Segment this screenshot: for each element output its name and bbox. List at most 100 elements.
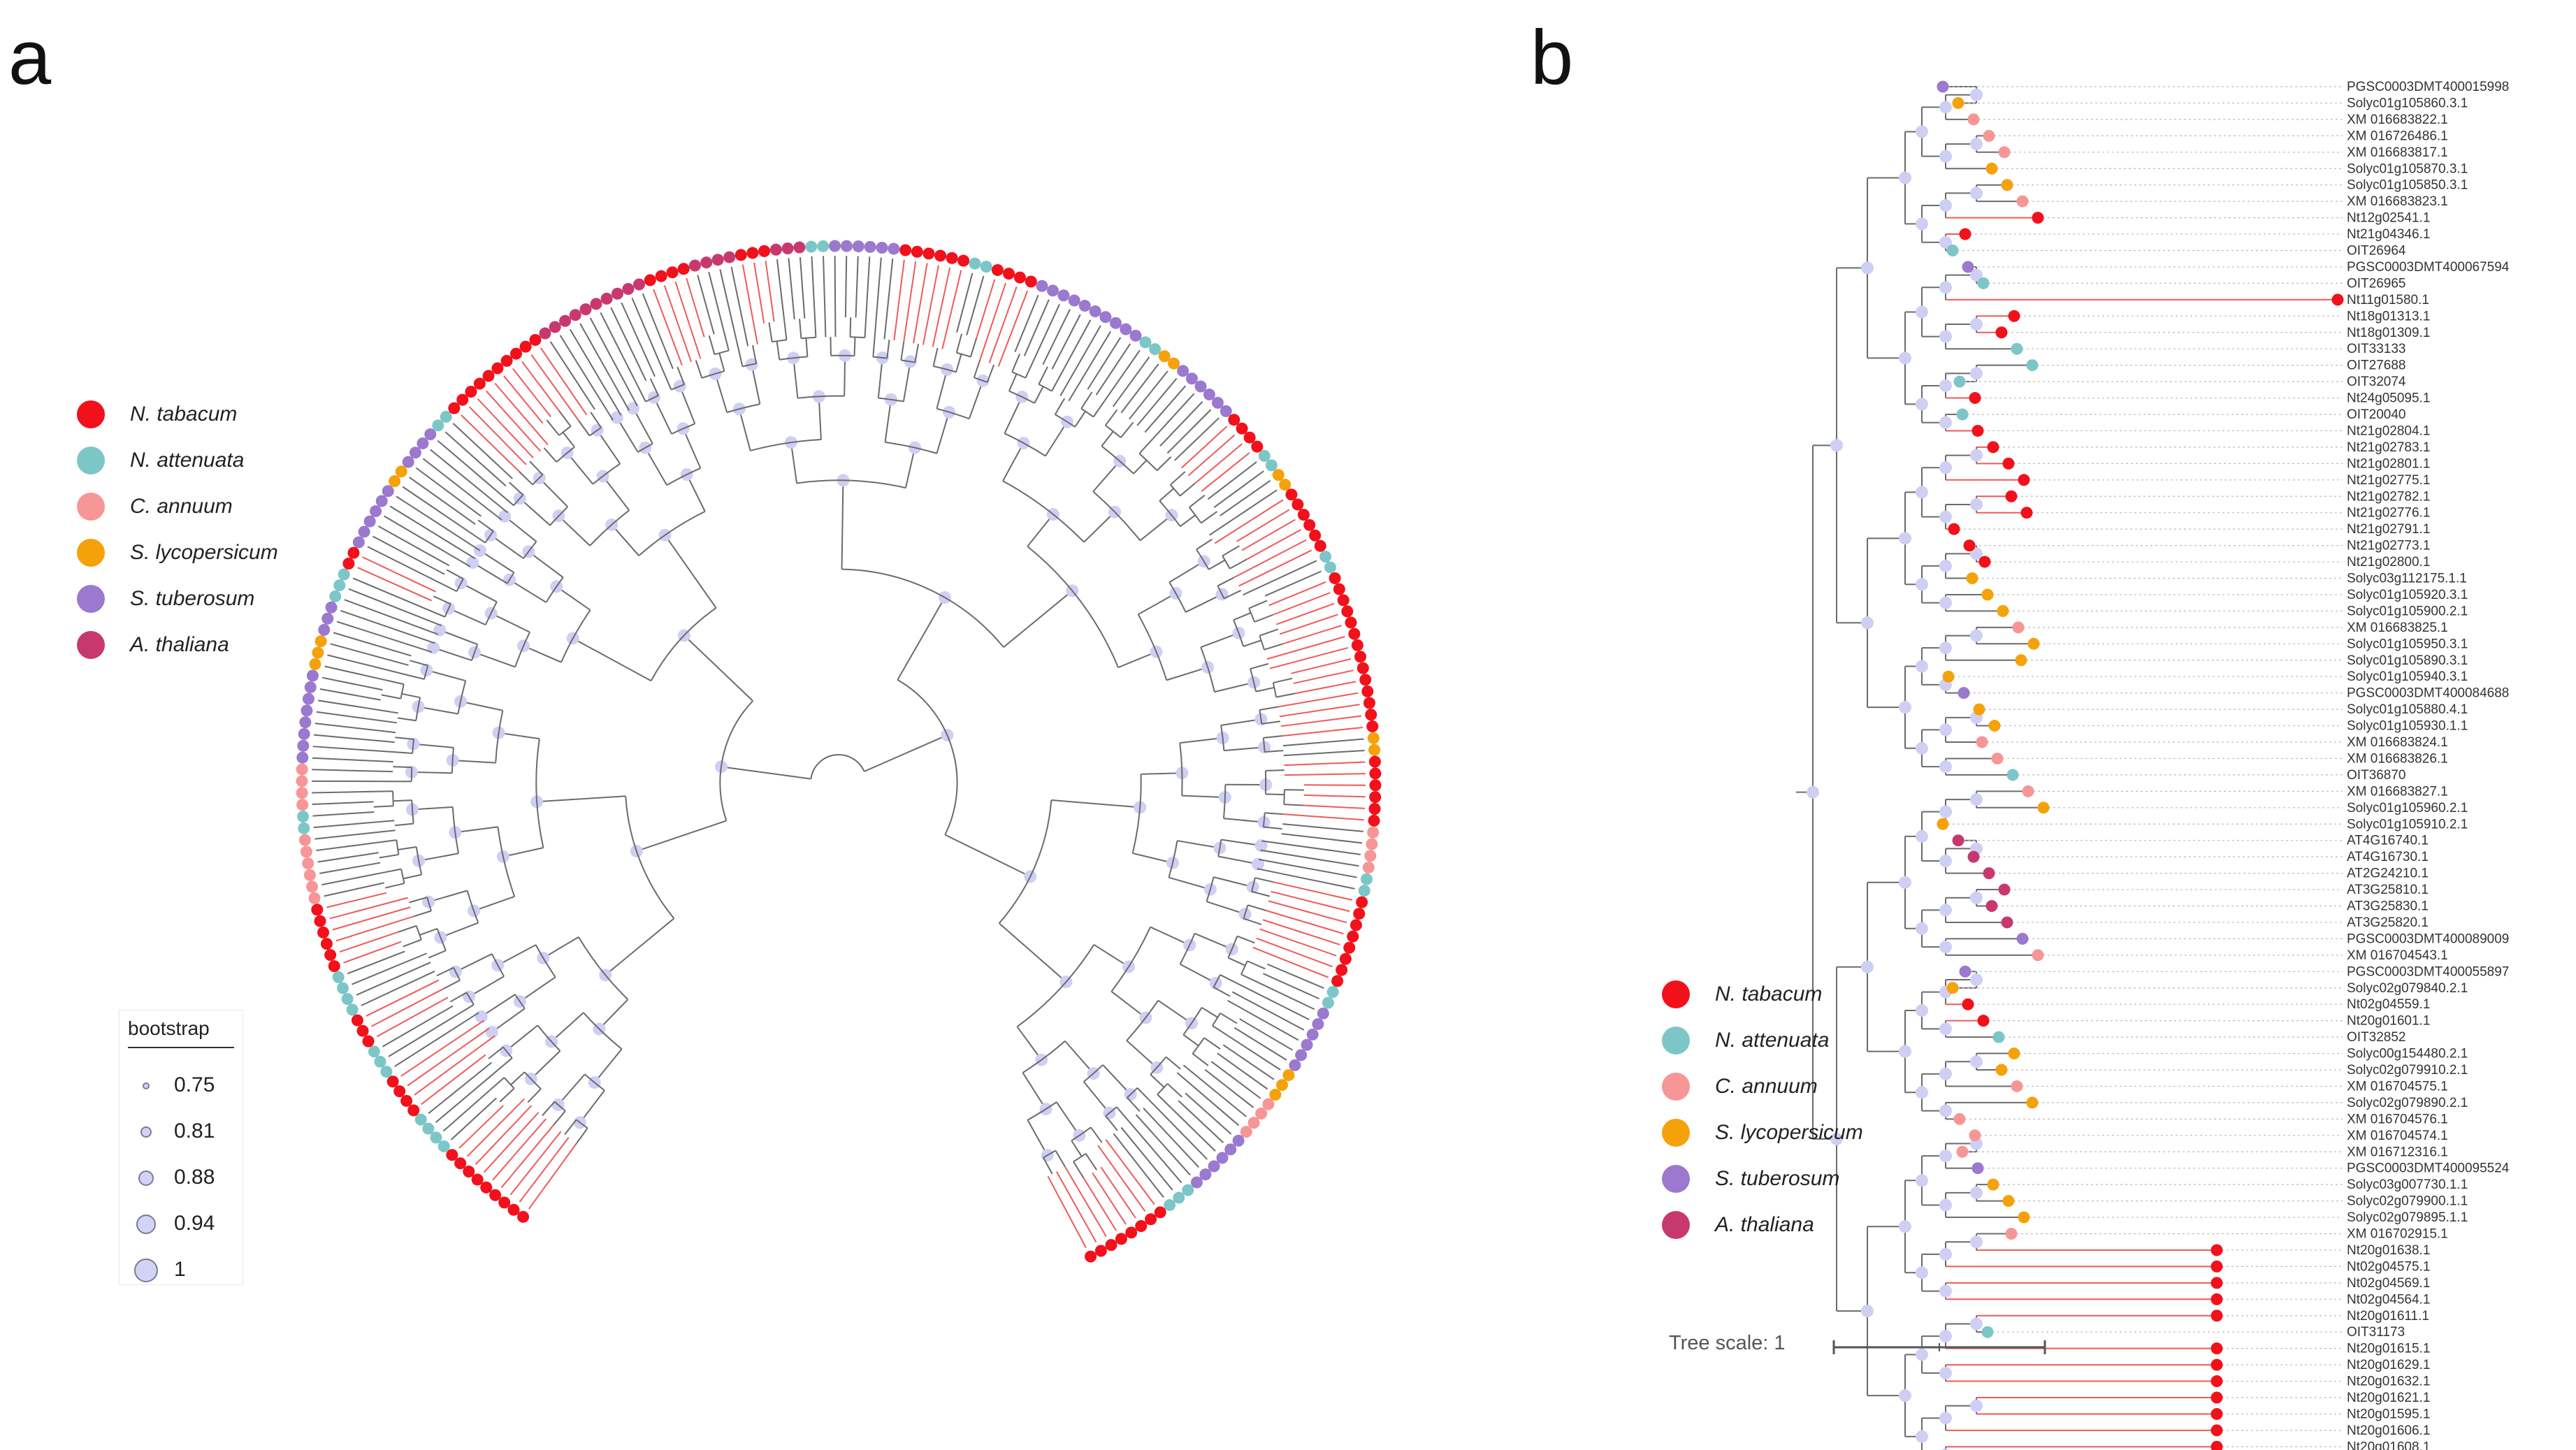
tip-dot	[329, 590, 342, 602]
tip-dot	[1105, 1239, 1117, 1252]
branch-line	[449, 992, 468, 1003]
tip-dot	[1129, 329, 1142, 342]
branch-line	[1112, 356, 1150, 407]
tip-dot	[1289, 1059, 1301, 1071]
tip-dot	[1272, 469, 1285, 481]
branch-line	[384, 679, 404, 686]
branch-line	[944, 834, 1031, 878]
tip-label: Nt21g04346.1	[2347, 227, 2430, 242]
bootstrap-circle	[1916, 578, 1928, 591]
tip-dot	[409, 447, 421, 459]
tip-label: Nt02g04575.1	[2347, 1259, 2430, 1274]
branch-line	[508, 481, 524, 495]
branch-line	[936, 412, 950, 454]
tip-dot	[303, 869, 316, 881]
tip-dot	[400, 1094, 413, 1107]
legend-b-row: S. lycopersicum	[1662, 1110, 1863, 1156]
tip-dot	[402, 456, 414, 468]
bootstrap-circle	[1970, 1186, 1983, 1199]
tip-label: Nt20g01606.1	[2347, 1423, 2430, 1438]
tip-dot	[1356, 896, 1368, 908]
branch-arc	[513, 494, 524, 506]
branch-arc	[400, 683, 405, 699]
branch-line	[327, 654, 407, 676]
branch-line	[1243, 918, 1262, 925]
bootstrap-circle	[1916, 829, 1928, 843]
tip-dot	[2018, 474, 2030, 486]
branch-line	[558, 410, 572, 427]
branch-line	[477, 519, 494, 532]
branch-arc	[1213, 974, 1221, 988]
branch-line	[653, 397, 672, 435]
species-dot-icon	[77, 493, 105, 521]
branch-line	[1261, 720, 1281, 725]
branch-line	[1264, 643, 1284, 651]
branch-line	[1159, 400, 1203, 447]
tip-dot	[341, 993, 354, 1006]
tree-scale-label: Tree scale: 1	[1669, 1332, 1786, 1354]
tip-dot	[2011, 342, 2023, 355]
branch-arc	[589, 509, 630, 546]
bootstrap-circle	[1939, 723, 1952, 737]
tip-dot	[2032, 212, 2044, 224]
branch-line	[499, 1087, 515, 1103]
branch-line	[1263, 826, 1282, 830]
branch-line	[452, 760, 496, 764]
branch-line	[427, 609, 446, 618]
branch-arc	[1200, 646, 1215, 693]
tip-dot	[2016, 932, 2029, 945]
tip-label: PGSC0003DMT400095524	[2347, 1161, 2510, 1176]
branch-line	[474, 651, 516, 668]
branch-arc	[1004, 433, 1046, 457]
tip-dot	[320, 938, 333, 950]
branch-line	[1073, 1161, 1085, 1179]
branch-line	[318, 699, 398, 714]
branch-line	[362, 556, 436, 593]
tip-dot	[1149, 343, 1162, 356]
branch-line	[566, 452, 594, 485]
tip-dot	[489, 1189, 502, 1201]
tip-dot	[2210, 1375, 2223, 1388]
branch-line	[512, 368, 551, 418]
tip-label: OIT26964	[2347, 244, 2406, 259]
branch-line	[314, 829, 396, 840]
tip-dot	[1998, 146, 2011, 159]
branch-line	[1003, 590, 1073, 648]
branch-line	[504, 516, 537, 542]
tip-label: Solyc03g112175.1.1	[2347, 572, 2467, 586]
branch-line	[1100, 1166, 1136, 1219]
branch-line	[1136, 1087, 1151, 1102]
tip-dot	[946, 252, 958, 264]
branch-line	[433, 595, 451, 605]
branch-line	[1213, 876, 1253, 888]
tip-dot	[1145, 1213, 1157, 1226]
branch-line	[428, 1061, 493, 1115]
tip-dot	[382, 485, 394, 498]
tip-dot	[2210, 1407, 2223, 1420]
tip-dot	[1983, 867, 1995, 880]
bootstrap-circle	[1861, 616, 1874, 630]
tip-label: Nt20g01638.1	[2347, 1243, 2430, 1258]
tip-dot	[746, 247, 759, 259]
tip-dot	[1956, 1145, 1969, 1158]
tip-dot	[393, 1085, 406, 1098]
tip-dot	[1317, 1007, 1329, 1020]
branch-line	[1055, 1171, 1097, 1243]
branch-line	[490, 534, 524, 560]
species-dot-icon	[77, 585, 105, 613]
branch-line	[695, 360, 703, 379]
bootstrap-value-label: 0.88	[174, 1166, 215, 1189]
tip-dot	[1958, 687, 1970, 699]
branch-line	[1282, 625, 1342, 645]
branch-line	[955, 354, 962, 372]
tree-scale-bar	[1832, 1340, 2046, 1354]
branch-line	[468, 976, 505, 998]
tip-dot	[2026, 359, 2039, 372]
branch-line	[913, 263, 928, 344]
tip-dot	[1973, 703, 1985, 716]
branch-line	[339, 931, 398, 953]
tip-label: AT3G25830.1	[2347, 899, 2429, 914]
tip-dot	[2210, 1424, 2223, 1437]
branch-line	[1192, 1053, 1209, 1066]
